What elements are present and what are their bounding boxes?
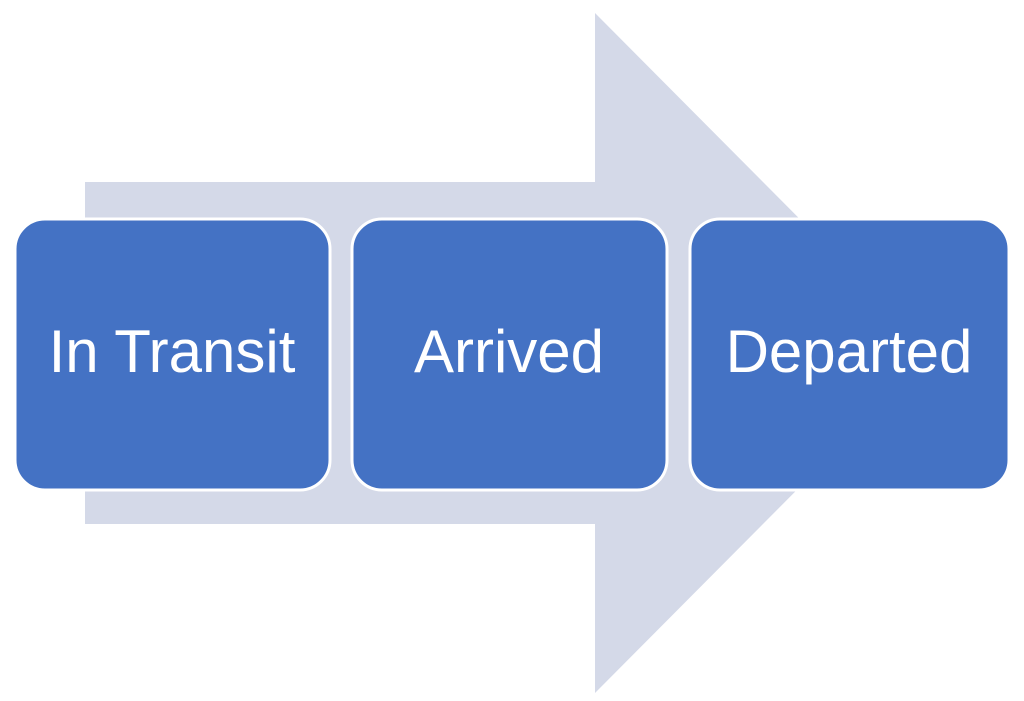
stage-box: [350, 217, 669, 492]
stage-label: Arrived: [414, 318, 604, 385]
stage-arrived: Arrived: [350, 217, 669, 492]
stage-in-transit: In Transit: [13, 217, 332, 492]
stage-box: [688, 217, 1011, 492]
stage-departed: Departed: [688, 217, 1011, 492]
stage-box: [13, 217, 332, 492]
stage-label: Departed: [726, 318, 973, 385]
stage-label: In Transit: [49, 318, 296, 385]
